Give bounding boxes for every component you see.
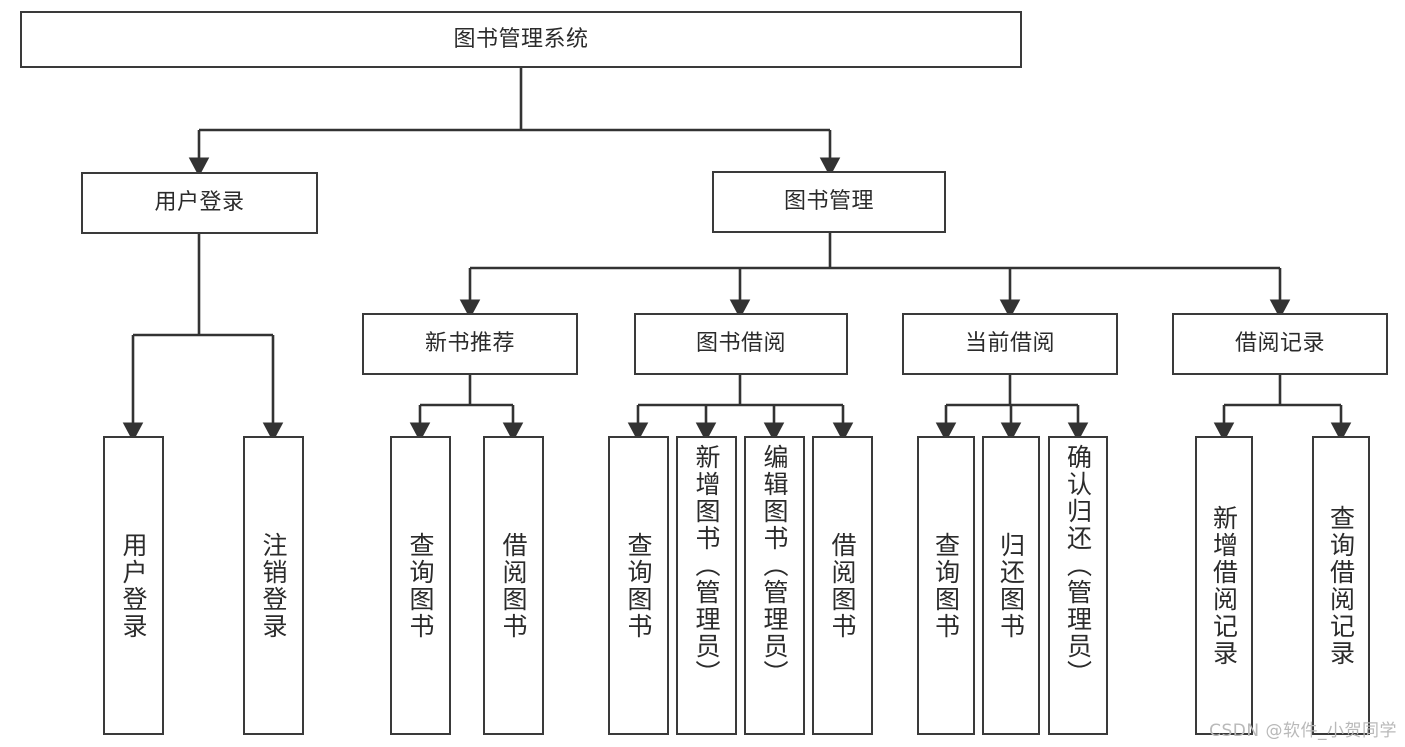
leaf-user-login-signout[interactable]: 注销登录: [243, 436, 304, 735]
leaf-borrow-borrow-book-label: 借阅图书: [828, 531, 857, 640]
leaf-current-confirm-return-label: 确认归还（管理员）: [1063, 444, 1093, 687]
leaf-current-query-book[interactable]: 查询图书: [917, 436, 975, 735]
leaf-borrow-add-book[interactable]: 新增图书（管理员）: [676, 436, 737, 735]
leaf-record-query[interactable]: 查询借阅记录: [1312, 436, 1370, 735]
leaf-borrow-query-book[interactable]: 查询图书: [608, 436, 669, 735]
leaf-user-login-signin-label: 用户登录: [119, 531, 148, 640]
leaf-current-return-book-label: 归还图书: [996, 531, 1026, 640]
leaf-borrow-add-book-label: 新增图书（管理员）: [692, 444, 721, 687]
leaf-current-confirm-return[interactable]: 确认归还（管理员）: [1048, 436, 1108, 735]
leaf-new-book-borrow[interactable]: 借阅图书: [483, 436, 544, 735]
node-user-login-label: 用户登录: [154, 190, 245, 216]
leaf-record-query-label: 查询借阅记录: [1326, 504, 1356, 667]
leaf-borrow-edit-book-label: 编辑图书（管理员）: [760, 444, 789, 687]
leaf-new-book-query[interactable]: 查询图书: [390, 436, 451, 735]
node-borrow-record-label: 借阅记录: [1234, 331, 1325, 357]
leaf-user-login-signin[interactable]: 用户登录: [103, 436, 164, 735]
node-borrow-record[interactable]: 借阅记录: [1172, 313, 1388, 375]
leaf-user-login-signout-label: 注销登录: [259, 531, 288, 640]
leaf-record-add-label: 新增借阅记录: [1209, 504, 1239, 667]
node-current-borrow-label: 当前借阅: [964, 331, 1055, 357]
node-book-borrow[interactable]: 图书借阅: [634, 313, 848, 375]
leaf-new-book-query-label: 查询图书: [406, 531, 435, 640]
watermark: CSDN @软件_小贺同学: [1209, 721, 1397, 741]
leaf-record-add[interactable]: 新增借阅记录: [1195, 436, 1253, 735]
node-new-book-recommend-label: 新书推荐: [424, 331, 515, 357]
node-root-label: 图书管理系统: [453, 26, 589, 52]
leaf-borrow-query-book-label: 查询图书: [624, 531, 653, 640]
leaf-current-query-book-label: 查询图书: [931, 531, 961, 640]
node-root[interactable]: 图书管理系统: [20, 11, 1022, 68]
leaf-borrow-edit-book[interactable]: 编辑图书（管理员）: [744, 436, 805, 735]
node-book-management-label: 图书管理: [783, 189, 874, 215]
node-book-management[interactable]: 图书管理: [712, 171, 946, 233]
node-current-borrow[interactable]: 当前借阅: [902, 313, 1118, 375]
node-new-book-recommend[interactable]: 新书推荐: [362, 313, 578, 375]
node-book-borrow-label: 图书借阅: [695, 331, 786, 357]
node-user-login[interactable]: 用户登录: [81, 172, 318, 234]
leaf-borrow-borrow-book[interactable]: 借阅图书: [812, 436, 873, 735]
leaf-new-book-borrow-label: 借阅图书: [499, 531, 528, 640]
leaf-current-return-book[interactable]: 归还图书: [982, 436, 1040, 735]
